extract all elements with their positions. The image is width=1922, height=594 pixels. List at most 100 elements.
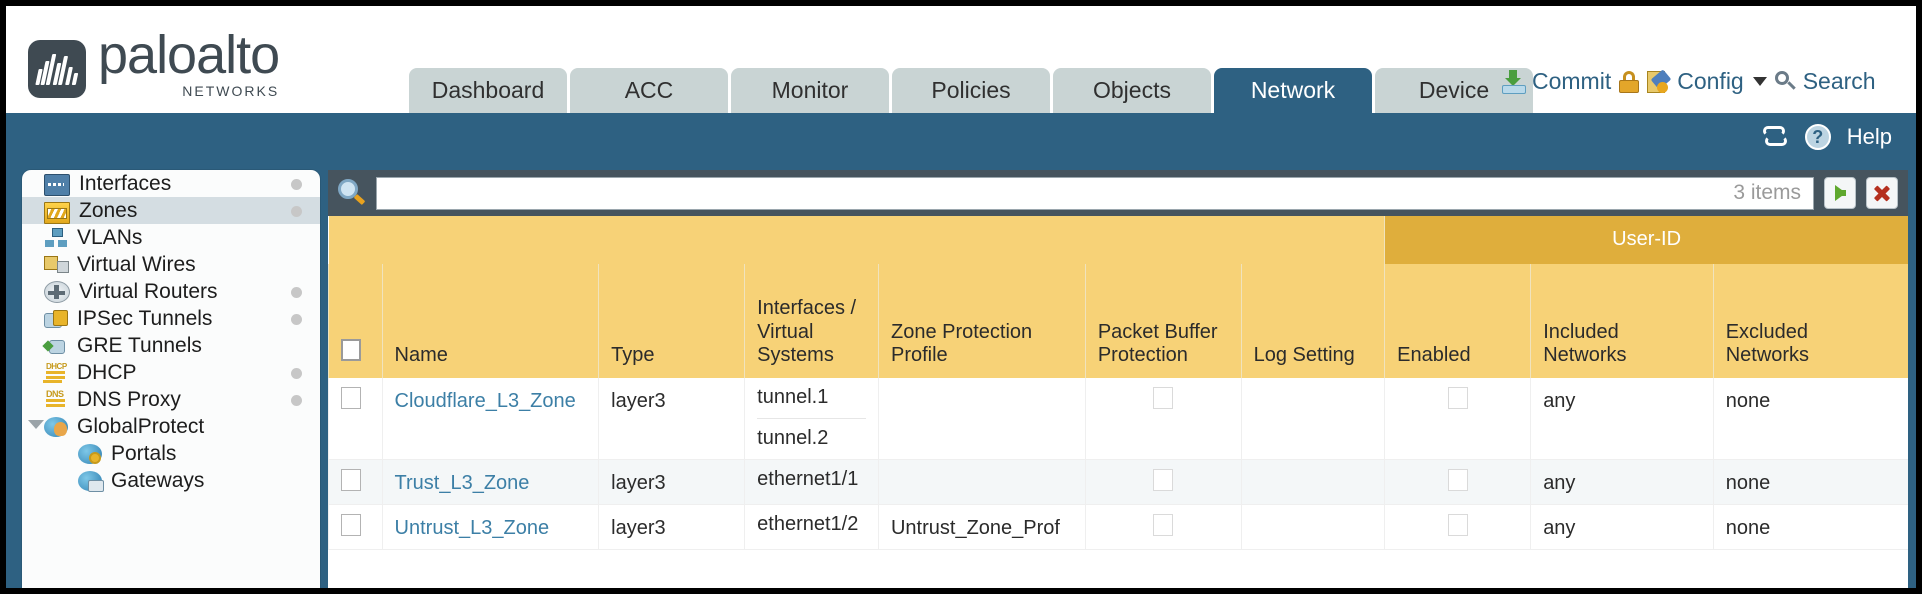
- column-header-zone-protection-profile[interactable]: Zone Protection Profile: [877, 264, 1086, 378]
- cell-interfaces: ethernet1/1: [744, 459, 879, 505]
- sidebar-item-interfaces[interactable]: Interfaces: [22, 170, 320, 197]
- config-label: Config: [1677, 68, 1744, 94]
- help-label[interactable]: Help: [1846, 124, 1892, 149]
- portals-icon: [78, 443, 102, 464]
- sidebar-item-label: VLANs: [77, 225, 143, 249]
- row-checkbox[interactable]: [341, 387, 361, 409]
- interface-entry: ethernet1/2: [757, 513, 859, 535]
- logo-subtext: NETWORKS: [182, 83, 280, 99]
- cell-type: layer3: [598, 459, 745, 505]
- tab-monitor[interactable]: Monitor: [731, 68, 889, 113]
- sidebar-item-virtual-wires[interactable]: Virtual Wires: [22, 251, 320, 278]
- column-header-enabled[interactable]: Enabled: [1384, 264, 1531, 378]
- packet-buffer-protection-checkbox[interactable]: [1153, 469, 1174, 491]
- status-dot: [291, 395, 302, 406]
- logo-wordmark: paloalto: [98, 25, 280, 85]
- packet-buffer-protection-checkbox[interactable]: [1153, 387, 1174, 409]
- status-dot: [291, 179, 302, 190]
- filter-bar: 3 items: [328, 170, 1908, 216]
- help-icon[interactable]: ?: [1804, 124, 1831, 150]
- expander-triangle-icon[interactable]: [28, 420, 44, 429]
- cell-excluded-networks: none: [1712, 504, 1908, 550]
- cell-name: Trust_L3_Zone: [381, 459, 599, 505]
- cell-packet-buffer-protection: [1084, 459, 1242, 505]
- packet-buffer-protection-checkbox[interactable]: [1153, 514, 1174, 536]
- search-icon: [1774, 70, 1797, 93]
- cell-log-setting: [1240, 504, 1385, 550]
- chevron-down-icon: [1752, 77, 1767, 86]
- sidebar-item-dhcp[interactable]: DHCP: [22, 359, 320, 386]
- commit-button[interactable]: Commit: [1502, 68, 1611, 95]
- search-button[interactable]: Search: [1774, 68, 1876, 95]
- top-right-actions: Commit Config Search: [1502, 68, 1876, 95]
- virtual-wires-icon: [44, 255, 69, 275]
- tab-acc[interactable]: ACC: [570, 68, 728, 113]
- userid-enabled-checkbox[interactable]: [1447, 387, 1468, 409]
- lock-icon[interactable]: [1619, 70, 1640, 93]
- sidebar-item-virtual-routers[interactable]: Virtual Routers: [22, 278, 320, 305]
- config-dropdown[interactable]: Config: [1647, 68, 1767, 95]
- row-checkbox[interactable]: [341, 514, 361, 536]
- tab-dashboard[interactable]: Dashboard: [409, 68, 567, 113]
- cell-included-networks: any: [1530, 459, 1714, 505]
- cell-name: Untrust_L3_Zone: [381, 504, 599, 550]
- gateways-icon: [78, 470, 104, 492]
- gre-tunnels-icon: [44, 336, 68, 356]
- column-header-excluded-networks[interactable]: Excluded Networks: [1712, 264, 1908, 378]
- column-header-included-networks[interactable]: Included Networks: [1530, 264, 1714, 378]
- zone-name-link[interactable]: Cloudflare_L3_Zone: [394, 390, 576, 412]
- sidebar-item-portals[interactable]: Portals: [22, 440, 320, 467]
- tab-objects[interactable]: Objects: [1053, 68, 1211, 113]
- sidebar-item-gre-tunnels[interactable]: GRE Tunnels: [22, 332, 320, 359]
- clear-filter-button[interactable]: [1866, 177, 1898, 209]
- row-checkbox[interactable]: [341, 469, 361, 491]
- cell-packet-buffer-protection: [1084, 504, 1242, 550]
- vlans-icon: [44, 227, 68, 248]
- cell-included-networks: any: [1530, 504, 1714, 550]
- sidebar-item-gateways[interactable]: Gateways: [22, 467, 320, 494]
- cell-log-setting: [1240, 459, 1385, 505]
- column-header-interfaces-virtual-systems[interactable]: Interfaces / Virtual Systems: [744, 264, 879, 378]
- sidebar-item-label: Gateways: [111, 468, 205, 492]
- sidebar-item-vlans[interactable]: VLANs: [22, 224, 320, 251]
- column-header-name[interactable]: Name: [381, 264, 599, 378]
- column-header-packet-buffer-protection[interactable]: Packet Buffer Protection: [1084, 264, 1242, 378]
- column-header-log-setting[interactable]: Log Setting: [1240, 264, 1385, 378]
- userid-enabled-checkbox[interactable]: [1447, 514, 1468, 536]
- sidebar-item-dns-proxy[interactable]: DNS Proxy: [22, 386, 320, 413]
- sidebar-item-ipsec-tunnels[interactable]: IPSec Tunnels: [22, 305, 320, 332]
- zone-name-link[interactable]: Untrust_L3_Zone: [394, 517, 550, 539]
- filter-search-icon[interactable]: [338, 179, 366, 207]
- sidebar-item-label: DNS Proxy: [77, 387, 181, 411]
- cell-name: Cloudflare_L3_Zone: [381, 378, 599, 460]
- tab-network[interactable]: Network: [1214, 68, 1372, 113]
- userid-enabled-checkbox[interactable]: [1447, 469, 1468, 491]
- column-header-type[interactable]: Type: [598, 264, 745, 378]
- zones-icon: [44, 201, 70, 224]
- row-select-cell: [328, 378, 383, 460]
- sidebar-item-label: GlobalProtect: [77, 414, 205, 438]
- sidebar-item-label: Zones: [79, 198, 138, 222]
- header-spacer: [328, 216, 1385, 264]
- sidebar-item-zones[interactable]: Zones: [22, 197, 320, 224]
- sidebar-item-label: DHCP: [77, 360, 137, 384]
- sidebar-item-globalprotect[interactable]: GlobalProtect: [22, 413, 320, 440]
- cell-included-networks: any: [1530, 378, 1714, 460]
- tab-policies[interactable]: Policies: [892, 68, 1050, 113]
- zone-name-link[interactable]: Trust_L3_Zone: [394, 472, 530, 494]
- apply-filter-button[interactable]: [1824, 177, 1856, 209]
- search-input[interactable]: 3 items: [376, 176, 1814, 210]
- cell-userid-enabled: [1384, 504, 1531, 550]
- refresh-icon[interactable]: [1762, 125, 1789, 149]
- cell-packet-buffer-protection: [1084, 378, 1242, 460]
- select-all-checkbox[interactable]: [341, 339, 361, 362]
- band-actions: ? Help: [1762, 124, 1892, 150]
